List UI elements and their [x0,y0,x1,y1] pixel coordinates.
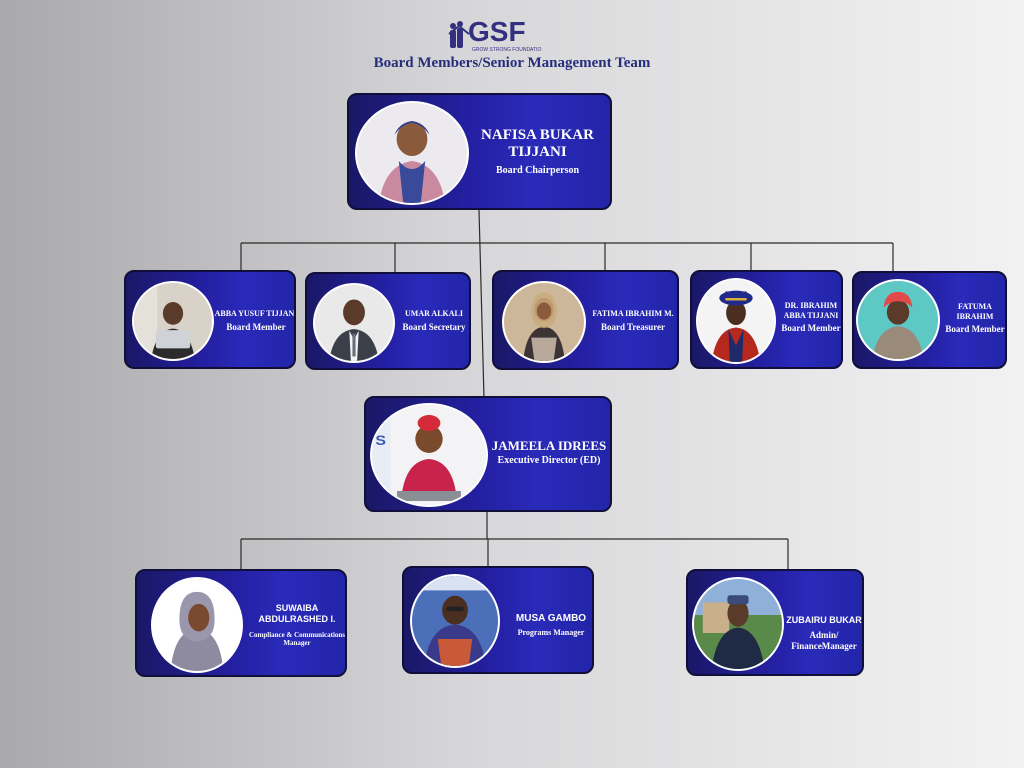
management-name: MUSA GAMBO [515,613,587,624]
board-photo [313,283,395,363]
svg-text:S: S [375,433,386,449]
chair-name: NAFISA BUKAR TIJJANI [481,127,594,160]
page-title: Board Members/Senior Management Team [373,55,651,71]
executive-photo: S [370,403,488,507]
logo-tagline: GROW STRONG FOUNDATIO [472,47,542,53]
board-name: DR. IBRAHIM ABBA TIJJANI [783,301,839,320]
board-role: Board Member [945,324,1005,334]
board-role: Board Member [781,323,841,333]
board-photo [856,279,940,361]
board-photo [696,278,776,364]
management-name: ZUBAIRU BUKAR [786,615,862,625]
board-card[interactable]: FATUMA IBRAHIM Board Member [852,271,1007,369]
board-name: UMAR ALKALI [404,309,463,318]
management-photo [692,577,784,671]
people-logo-icon [448,21,470,48]
board-photo [132,281,214,361]
management-card[interactable]: MUSA GAMBO Programs Manager [402,566,594,674]
management-role: Programs Manager [517,628,585,637]
management-photo [410,574,500,668]
executive-name: JAMEELA IDREES [491,438,607,453]
board-card[interactable]: UMAR ALKALI Board Secretary [305,272,471,370]
board-role: Board Member [226,322,286,332]
management-card[interactable]: ZUBAIRU BUKAR Admin/ FinanceManager [686,569,864,676]
board-card[interactable]: FATIMA IBRAHIM M. Board Treasurer [492,270,679,370]
board-name: ABBA YUSUF TIJJANI [214,309,296,318]
management-card[interactable]: SUWAIBA ABDULRASHED I. Compliance & Comm… [135,569,347,677]
chair-photo [355,101,469,205]
board-role: Board Secretary [402,322,466,332]
board-card[interactable]: DR. IBRAHIM ABBA TIJJANI Board Member [690,270,843,369]
chair-role: Board Chairperson [495,165,580,176]
management-photo [151,577,243,673]
chair-card[interactable]: NAFISA BUKAR TIJJANI Board Chairperson [347,93,612,210]
executive-role: Executive Director (ED) [497,455,601,466]
board-card[interactable]: ABBA YUSUF TIJJANI Board Member [124,270,296,369]
board-photo [502,281,586,363]
board-role: Board Treasurer [600,322,666,332]
management-name: SUWAIBA ABDULRASHED I. [258,603,336,624]
board-name: FATIMA IBRAHIM M. [592,309,674,318]
gsf-logo: GSF GROW STRONG FOUNDATIO [448,16,542,53]
board-name: FATUMA IBRAHIM [956,302,994,321]
logo-text: GSF [468,16,526,47]
executive-card[interactable]: S JAMEELA IDREES Executive Director (ED) [364,396,612,512]
management-role: Compliance & Communications Manager [248,631,346,647]
management-role: Admin/ FinanceManager [791,630,857,651]
